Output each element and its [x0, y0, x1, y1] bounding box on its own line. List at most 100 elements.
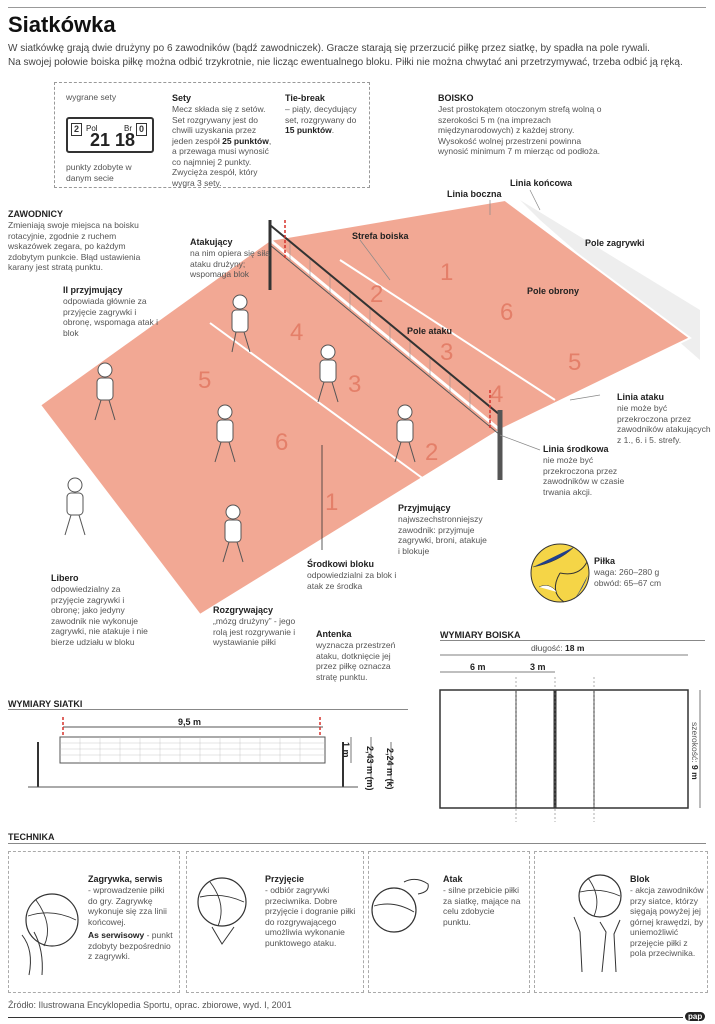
sets-text-bold: 25 punktów [222, 135, 269, 146]
volleyball-icon [530, 543, 590, 603]
tiebreak-title: Tie-break [285, 93, 325, 103]
tiebreak-text-2: . [331, 125, 335, 135]
sets-text-2: , a przewaga musi wynosić co najmniej 2 … [172, 135, 272, 188]
zawodnicy-info: ZAWODNICY Zmieniają swoje miejsca na boi… [8, 209, 158, 273]
attack-line-far [339, 259, 556, 401]
label-points: punkty zdobyte w danym secie [66, 162, 132, 183]
zone-near-4: 4 [290, 319, 303, 346]
libero-title: Libero [51, 573, 79, 583]
przyjmujacy-title: Przyjmujący [398, 503, 451, 513]
left-team: Pol [86, 124, 98, 133]
page-title: Siatkówka [8, 12, 116, 37]
tech-card-blok [534, 851, 708, 993]
zone-near-6: 6 [275, 429, 288, 456]
zone-numbers: 1 2 6 3 5 4 4 5 3 6 2 1 [198, 259, 581, 516]
court-dims-title: WYMIARY BOISKA [440, 630, 521, 640]
rozgrywajacy-title: Rozgrywający [213, 605, 274, 615]
zawodnicy-title: ZAWODNICY [8, 209, 63, 219]
zone-far-2: 2 [370, 281, 383, 308]
court-length: długość: 18 m [531, 643, 584, 654]
linia-srodkowa-title: Linia środkowa [543, 444, 609, 454]
zawodnicy-text: Zmieniają swoje miejsca na boisku rotacy… [8, 220, 141, 272]
zone-near-5: 5 [198, 367, 211, 394]
tech-card-przyjecie [186, 851, 364, 993]
court-outline [439, 689, 689, 809]
tech-blok-desc: - akcja zawodników przy siatce, którzy s… [630, 885, 704, 958]
net-dims-rule [8, 709, 408, 710]
boisko-text: Jest prostokątem otoczonym strefą wolną … [438, 104, 602, 156]
right-points: 18 [115, 130, 136, 150]
court-length-label: długość: [531, 643, 563, 653]
antenna-text: wyznacza przestrzeń ataku, dotknięcie je… [316, 640, 396, 682]
tech-blok-text: Blok - akcja zawodników przy siatce, któ… [630, 874, 706, 959]
label-pole-ataku: Pole ataku [407, 326, 453, 336]
court-three-label: 3 m [530, 662, 546, 672]
linia-ataku-text: nie może być przekroczona przez zawodnik… [617, 403, 711, 445]
tiebreak-text-bold: 15 punktów [285, 125, 332, 135]
center-line [269, 238, 501, 432]
przyjmujacy2-title: II przyjmujący [63, 285, 123, 295]
players [64, 294, 416, 563]
technique-rule [8, 843, 706, 844]
tech-atak-text: Atak - silne przebicie piłki za siatkę, … [443, 874, 523, 927]
court-illustration: 1 2 6 3 5 4 4 5 3 6 2 1 [38, 189, 700, 617]
tech-serwis-desc: - wprowadzenie piłki do gry. Zagrywkę wy… [88, 885, 167, 927]
rozgrywajacy-info: Rozgrywający „mózg drużyny” - jego rolą … [213, 605, 298, 648]
zone-far-1: 1 [440, 259, 453, 286]
label-linia-boczna: Linia boczna [447, 189, 502, 199]
przyjmujacy2-info: II przyjmujący odpowiada głównie za przy… [63, 285, 158, 338]
scoreboard: 2 Pol 21 Br 0 18 [66, 117, 154, 153]
intro-line-1: W siatkówkę grają dwie drużyny po 6 zawo… [8, 43, 650, 54]
linia-srodkowa-info: Linia środkowa nie może być przekroczona… [543, 444, 643, 497]
block-hands-icon [573, 874, 622, 973]
tech-as-title: As serwisowy [88, 930, 145, 940]
net-top-band [269, 224, 501, 416]
boisko-title: BOISKO [438, 93, 474, 103]
attack-line-near [209, 322, 426, 481]
tech-as: As serwisowy - punkt zdobyty bezpośredni… [88, 930, 176, 962]
boisko-info: BOISKO Jest prostokątem otoczonym strefą… [438, 93, 608, 157]
sets-text-1: Mecz składa się z setów. Set rozgrywany … [172, 104, 266, 146]
tech-serwis-text: Zagrywka, serwis - wprowadzenie piłki do… [88, 874, 176, 962]
zone-far-3: 3 [440, 339, 453, 366]
net-dims-diagram [28, 717, 392, 788]
ball-title: Piłka [594, 556, 616, 566]
atakujacy-text: na nim opiera się siła ataku drużyny; ws… [190, 248, 270, 279]
net-mesh [289, 242, 491, 427]
ball-panel-blue [532, 546, 575, 568]
player-atakujacy [231, 294, 251, 353]
tiebreak-info: Tie-break – piąty, decydujący set, rozgr… [285, 93, 365, 136]
player-przyjmujacy-2 [94, 362, 116, 421]
court-length-value: 18 m [565, 643, 585, 653]
net-rect [59, 736, 326, 764]
net-width-label: 9,5 m [178, 717, 202, 727]
przyjmujacy2-text: odpowiada głównie za przyjęcie zagrywki … [63, 296, 158, 338]
player-srodkowy-near [214, 404, 236, 463]
srodkowi-text: odpowiedzialni za blok i atak ze środka [307, 570, 397, 591]
tech-card-atak [368, 851, 530, 993]
ball-info: Piłka waga: 260–280 g obwód: 65–67 cm [594, 556, 704, 588]
source-note: Źródło: Ilustrowana Encyklopedia Sportu,… [8, 1000, 292, 1010]
tiebreak-text-1: – piąty, decydujący set, rozgrywany do [285, 104, 357, 125]
zone-far-6: 6 [500, 299, 513, 326]
player-libero [64, 477, 86, 536]
linia-ataku-title: Linia ataku [617, 392, 665, 402]
tech-przyjecie-title: Przyjęcie [265, 874, 305, 884]
zone-far-4: 4 [490, 381, 503, 408]
net-height-label: 1 m [341, 742, 351, 758]
srodkowi-info: Środkowi bloku odpowiedzialni za blok i … [307, 559, 397, 591]
footer-rule [8, 1017, 683, 1018]
player-przyjmujacy [394, 404, 416, 463]
reception-icon [197, 877, 247, 945]
label-sets-won: wygrane sety [66, 92, 117, 102]
court-width: szerokość: 9 m [690, 722, 700, 780]
libero-info: Libero odpowiedzialny za przyjęcie zagry… [51, 573, 151, 647]
zone-near-2: 2 [425, 439, 438, 466]
court-dims-diagram [439, 654, 701, 822]
linia-ataku-info: Linia ataku nie może być przekroczona pr… [617, 392, 712, 445]
right-sets: 0 [136, 123, 147, 136]
net-height-k-label: 2,24 m (k) [385, 748, 395, 790]
libero-text: odpowiedzialny za przyjęcie zagrywki i o… [51, 584, 148, 647]
antenna-title: Antenka [316, 629, 352, 639]
net-grid [60, 737, 325, 763]
